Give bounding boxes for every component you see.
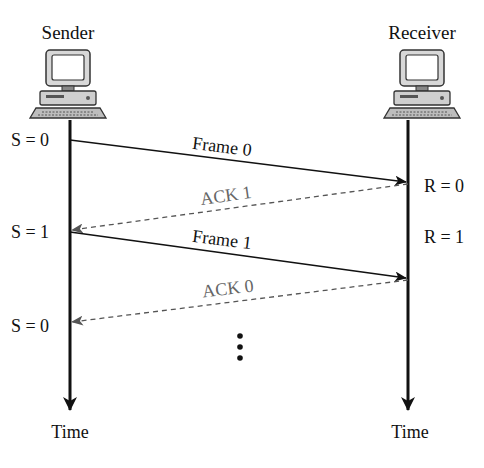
system-unit (40, 91, 96, 105)
receiver-timeline (407, 120, 410, 410)
continuation-dot (237, 344, 243, 350)
drive-slot (46, 95, 64, 98)
computer-icon (22, 48, 114, 122)
sequence-state: R = 0 (424, 176, 464, 197)
stand (62, 86, 74, 91)
monitor (46, 50, 90, 86)
keys (392, 112, 452, 115)
continuation-dot (237, 333, 243, 339)
computer-node: Receiver (376, 22, 468, 122)
screen (52, 55, 84, 80)
stand (416, 86, 428, 91)
sequence-state: R = 1 (424, 227, 464, 248)
system-unit (394, 91, 450, 105)
sequence-state: S = 0 (11, 316, 49, 337)
node-title: Sender (22, 22, 114, 44)
power-button (440, 96, 444, 100)
computer-node: Sender (22, 22, 114, 122)
computer-icon (376, 48, 468, 122)
time-axis-label: Time (391, 422, 428, 443)
sequence-state: S = 1 (11, 222, 49, 243)
power-button (86, 96, 90, 100)
keyboard (384, 108, 460, 118)
screen (406, 55, 438, 80)
keys (38, 112, 98, 115)
node-title: Receiver (376, 22, 468, 44)
sender-timeline (69, 120, 72, 410)
sequence-state: S = 0 (11, 130, 49, 151)
continuation-dot (237, 355, 243, 361)
drive-slot (400, 95, 418, 98)
ack-label: ACK 0 (201, 275, 255, 302)
keyboard (30, 108, 106, 118)
monitor (400, 50, 444, 86)
time-axis-label: Time (51, 422, 88, 443)
